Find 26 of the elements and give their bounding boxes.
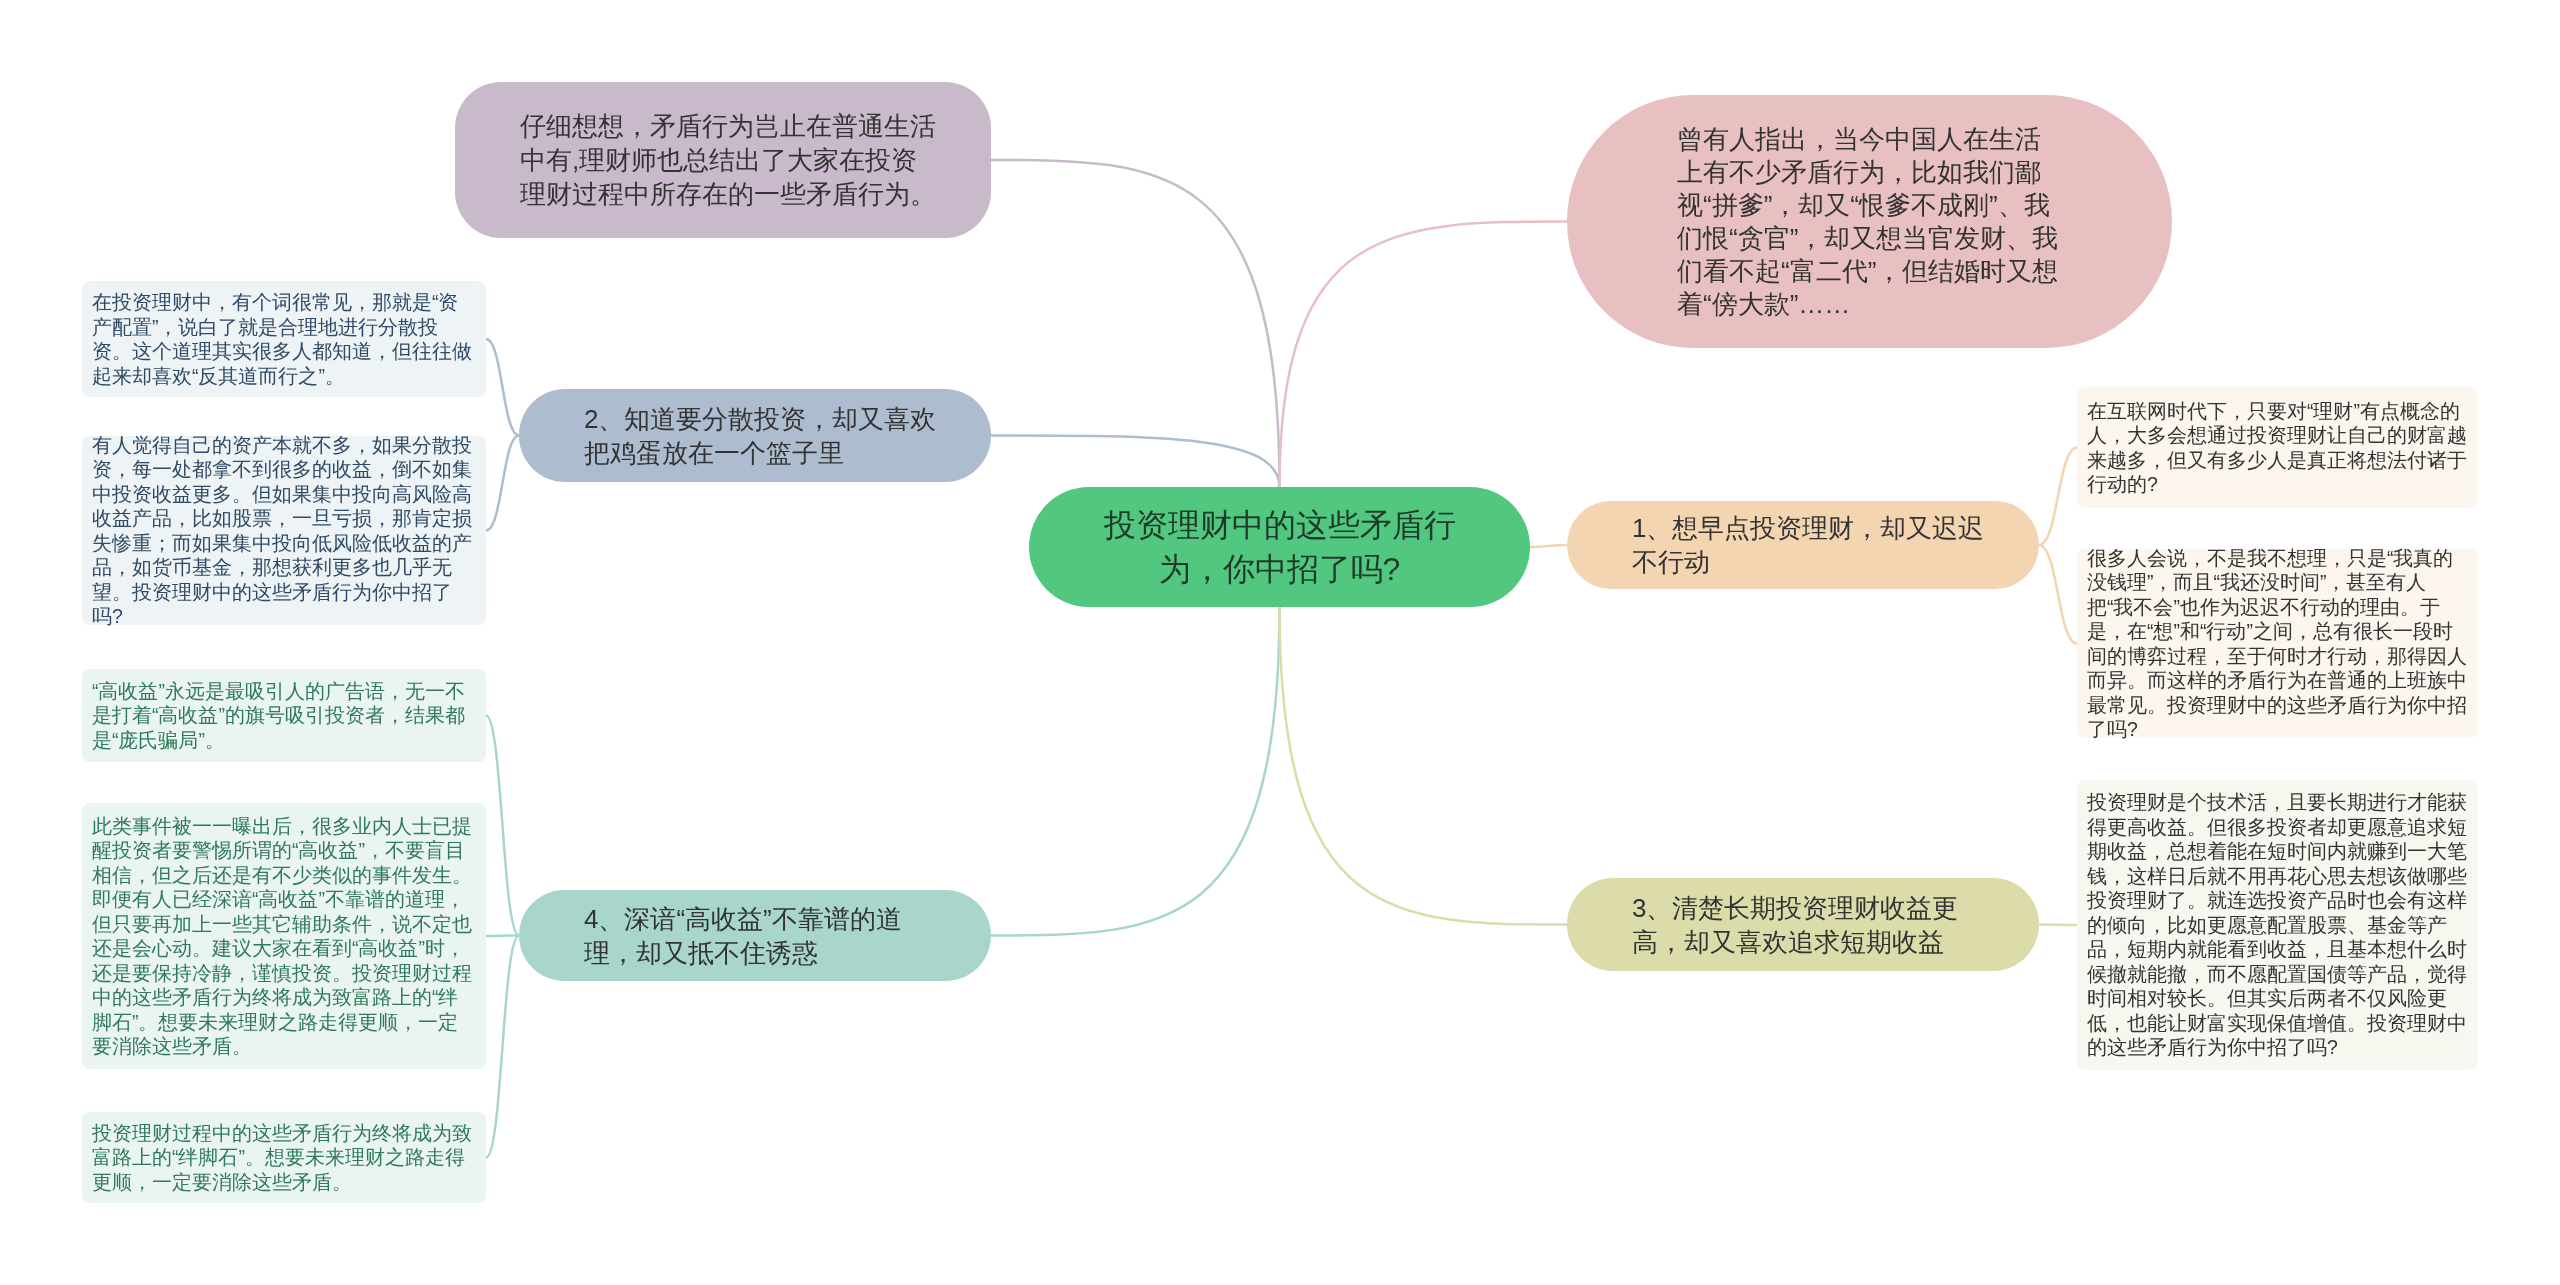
note-box: 此类事件被一一曝出后，很多业内人士已提醒投资者要警惕所谓的“高收益”，不要盲目相信，但之后还是有不少类似的事件发生。即便有人已经深谙“高收益”不靠谱的道理，但只要再加上一些其它辅助条件，说不定也还是会心动。建议大家在看到“高收益”时，还是要保持冷静，谨慎投资。投资理财过程中的这些矛盾行为终将成为致富路上的“绊脚石”。想要未来理财之路走得更顺，一定要消除这些矛盾。 bbox=[82, 803, 486, 1069]
connector-line bbox=[2038, 543, 2078, 645]
topic-box: 3、清楚长期投资理财收益更高，却又喜欢追求短期收益 bbox=[1567, 878, 2039, 971]
note-box: 有人觉得自己的资产本就不多，如果分散投资，每一处都拿不到很多的收益，倒不如集中投资收益更多。但如果集中投向高风险高收益产品，比如股票，一旦亏损，那肯定损失惨重；而如果集中投向低风险低收益的产品，如货币基金，那想获利更多也几乎无望。投资理财中的这些矛盾行为你中招了吗? bbox=[82, 436, 486, 625]
topic-box: 仔细想想，矛盾行为岂止在普通生活中有,理财师也总结出了大家在投资理财过程中所存在的一些矛盾行为。 bbox=[455, 82, 991, 238]
connector-line bbox=[1530, 543, 1567, 549]
note-box: “高收益”永远是最吸引人的广告语，无一不是打着“高收益”的旗号吸引投资者，结果都是“庞氏骗局”。 bbox=[82, 669, 486, 762]
connector-line bbox=[485, 714, 520, 937]
connector-line bbox=[485, 337, 520, 437]
connector-line bbox=[1278, 220, 1567, 488]
note-box: 投资理财过程中的这些矛盾行为终将成为致富路上的“绊脚石”。想要未来理财之路走得更顺，一定要消除这些矛盾。 bbox=[82, 1112, 486, 1203]
topic-box: 4、深谙“高收益”不靠谱的道理，却又抵不住诱惑 bbox=[519, 890, 991, 981]
connector-line bbox=[485, 934, 520, 1159]
note-box: 很多人会说，不是我不想理，只是“我真的没钱理”，而且“我还没时间”，甚至有人把“我不会”也作为迟迟不行动的理由。于是，在“想”和“行动”之间，总有很长一段时间的博弈过程，至于何时才行动，那得因人而异。而这样的矛盾行为在普通的上班族中最常见。投资理财中的这些矛盾行为你中招了吗? bbox=[2077, 549, 2478, 738]
connector-line bbox=[486, 934, 519, 938]
connector-line bbox=[2039, 923, 2077, 927]
topic-box: 2、知道要分散投资，却又喜欢把鸡蛋放在一个篮子里 bbox=[519, 389, 991, 482]
connector-line bbox=[1278, 606, 1567, 926]
note-box: 投资理财是个技术活，且要长期进行才能获得更高收益。但很多投资者却更愿意追求短期收益，总想着能在短时间内就赚到一大笔钱，这样日后就不用再花心思去想该做哪些投资理财了。就连选投资产品时也会有这样的倾向，比如更愿意配置股票、基金等产品，短期内就能看到收益，且基本想什么时候撤就能撤，而不愿配置国债等产品，觉得时间相对较长。但其实后两者不仅风险更低，也能让财富实现保值增值。投资理财中的这些矛盾行为你中招了吗? bbox=[2077, 780, 2478, 1070]
note-box: 在互联网时代下，只要对“理财”有点概念的人，大多会想通过投资理财让自己的财富越来越多，但又有多少人是真正将想法付诸于行动的? bbox=[2077, 387, 2478, 508]
connector-line bbox=[485, 434, 520, 532]
topic-box: 1、想早点投资理财，却又迟迟不行动 bbox=[1567, 501, 2039, 589]
central-topic-box: 投资理财中的这些矛盾行为，你中招了吗? bbox=[1029, 487, 1530, 607]
note-box: 在投资理财中，有个词很常见，那就是“资产配置”，说白了就是合理地进行分散投资。这个道理其实很多人都知道，但往往做起来却喜欢“反其道而行之”。 bbox=[82, 281, 486, 397]
topic-box: 曾有人指出，当今中国人在生活上有不少矛盾行为，比如我们鄙视“拼爹”，却又“恨爹不成刚”、我们恨“贪官”，却又想当官发财、我们看不起“富二代”，但结婚时又想着“傍大款”…… bbox=[1567, 95, 2172, 348]
connector-line bbox=[2038, 446, 2078, 547]
